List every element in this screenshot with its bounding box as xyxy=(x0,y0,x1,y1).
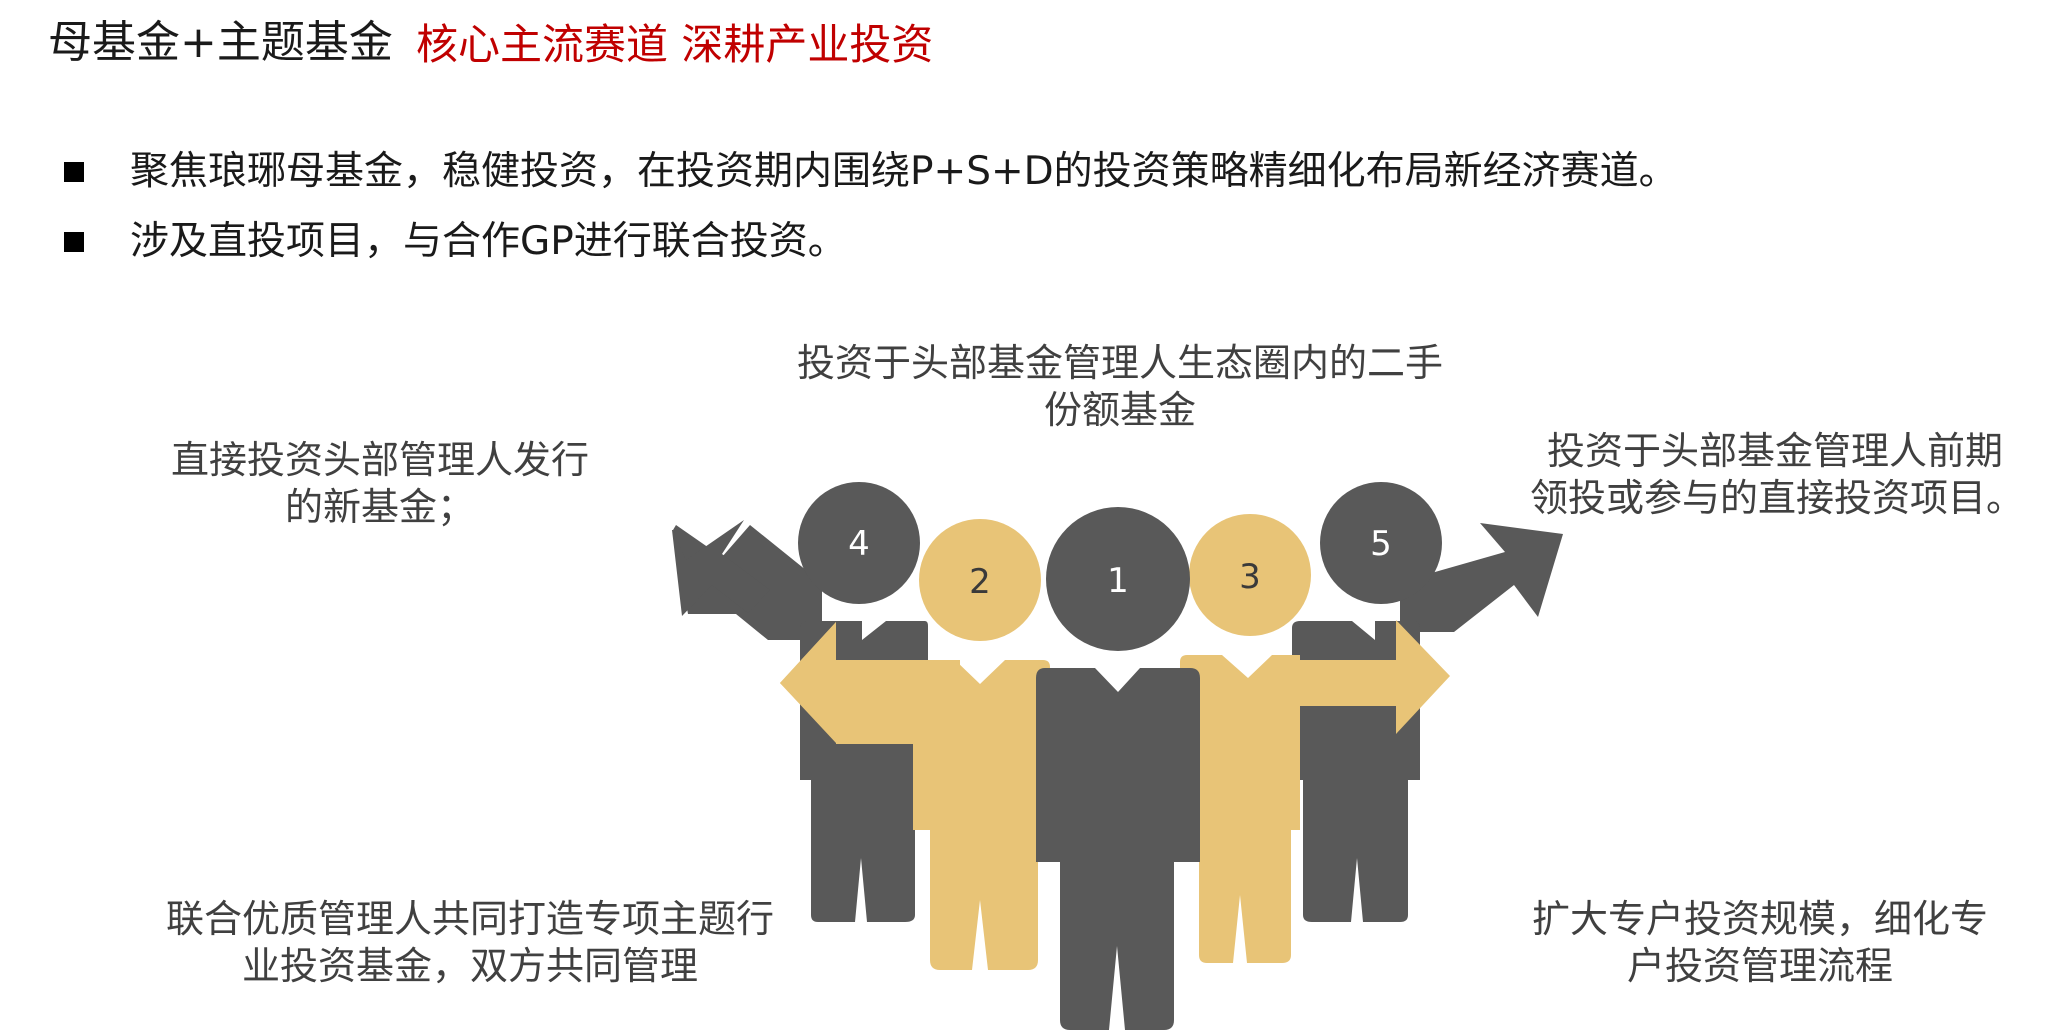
arrow-right-up-icon xyxy=(1400,523,1563,632)
arrow-right-icon xyxy=(1280,620,1450,734)
person-number: 3 xyxy=(1239,557,1261,597)
label-upper-left: 直接投资头部管理人发行 的新基金； xyxy=(150,437,610,531)
person-number: 4 xyxy=(848,524,870,564)
bullet-text: 聚焦琅琊母基金，稳健投资，在投资期内围绕P+S+D的投资策略精细化布局新经济赛道… xyxy=(130,149,1678,194)
label-lower-left: 联合优质管理人共同打造专项主题行 业投资基金，双方共同管理 xyxy=(130,896,810,990)
label-lower-right: 扩大专户投资规模，细化专 户投资管理流程 xyxy=(1510,896,2010,990)
label-line: 的新基金； xyxy=(284,485,475,529)
label-top: 投资于头部基金管理人生态圈内的二手 份额基金 xyxy=(740,340,1500,434)
label-line: 直接投资头部管理人发行 xyxy=(170,438,589,482)
person-1: 1 xyxy=(1036,507,1200,1030)
arrow-left-up-icon xyxy=(672,520,822,640)
page-title: 母基金+主题基金 xyxy=(48,17,393,68)
square-bullet-icon xyxy=(64,232,84,252)
page-subtitle: 核心主流赛道 深耕产业投资 xyxy=(416,20,934,69)
label-line: 份额基金 xyxy=(1043,388,1196,432)
person-number: 2 xyxy=(969,562,991,602)
person-3: 3 xyxy=(1180,514,1311,963)
person-number: 5 xyxy=(1370,524,1392,564)
label-line: 联合优质管理人共同打造专项主题行 xyxy=(165,897,774,941)
bullet-text: 涉及直投项目，与合作GP进行联合投资。 xyxy=(130,219,847,264)
label-line: 投资于头部基金管理人前期 xyxy=(1546,429,2003,473)
square-bullet-icon xyxy=(64,162,84,182)
label-line: 户投资管理流程 xyxy=(1626,944,1893,988)
person-2: 2 xyxy=(913,519,1050,970)
label-line: 领投或参与的直接投资项目。 xyxy=(1530,476,2025,520)
label-line: 业投资基金，双方共同管理 xyxy=(241,944,698,988)
label-line: 投资于头部基金管理人生态圈内的二手 xyxy=(796,341,1443,385)
label-line: 扩大专户投资规模，细化专 xyxy=(1531,897,1988,941)
label-upper-right: 投资于头部基金管理人前期 领投或参与的直接投资项目。 xyxy=(1530,428,2025,522)
person-number: 1 xyxy=(1107,561,1129,601)
